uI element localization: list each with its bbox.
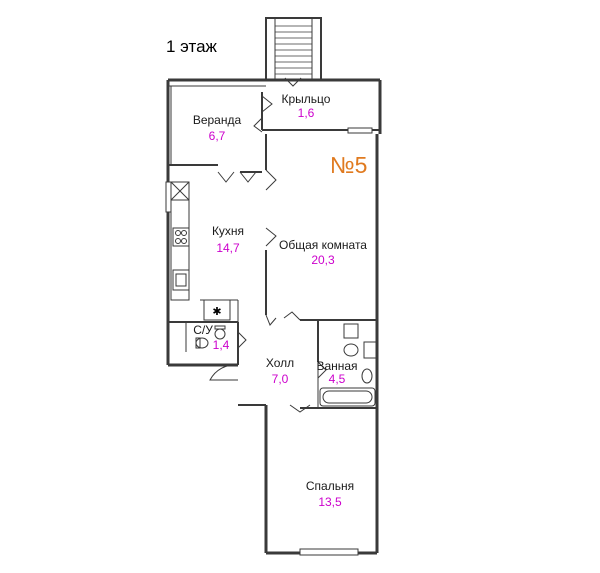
room-area-veranda: 6,7 <box>209 129 226 143</box>
svg-text:✱: ✱ <box>212 306 221 318</box>
door-swing-icon <box>209 95 327 413</box>
room-area-living: 20,3 <box>311 253 335 267</box>
room-area-porch: 1,6 <box>298 106 315 120</box>
bathtub-icon <box>319 387 376 407</box>
floor-title: 1 этаж <box>166 37 218 56</box>
room-area-kitchen: 14,7 <box>216 241 240 255</box>
stair-icon <box>265 17 322 87</box>
room-label-wc: С/У <box>193 323 213 337</box>
room-area-wc: 1,4 <box>213 338 230 352</box>
stove-icon <box>172 227 190 247</box>
room-label-bedroom: Спальня <box>306 479 354 493</box>
toilet-icon <box>195 337 209 349</box>
room-label-bathroom: Ванная <box>316 359 357 373</box>
bathroom-toilet-icon <box>343 323 377 359</box>
room-area-bedroom: 13,5 <box>318 495 342 509</box>
window-icon <box>165 127 373 556</box>
wc-sink-icon <box>214 325 226 340</box>
boiler-icon: ✱ <box>203 299 231 321</box>
room-label-porch: Крыльцо <box>282 92 331 106</box>
room-area-hall: 7,0 <box>272 372 289 386</box>
sink-icon <box>172 269 190 291</box>
room-label-veranda: Веранда <box>193 113 242 127</box>
room-label-hall: Холл <box>266 356 294 370</box>
room-label-kitchen: Кухня <box>212 224 244 238</box>
unit-number: №5 <box>330 152 367 178</box>
bathroom-sink-icon <box>361 368 373 384</box>
room-label-living: Общая комната <box>279 238 367 252</box>
kitchen-counter <box>170 181 190 301</box>
room-area-bathroom: 4,5 <box>329 372 346 386</box>
